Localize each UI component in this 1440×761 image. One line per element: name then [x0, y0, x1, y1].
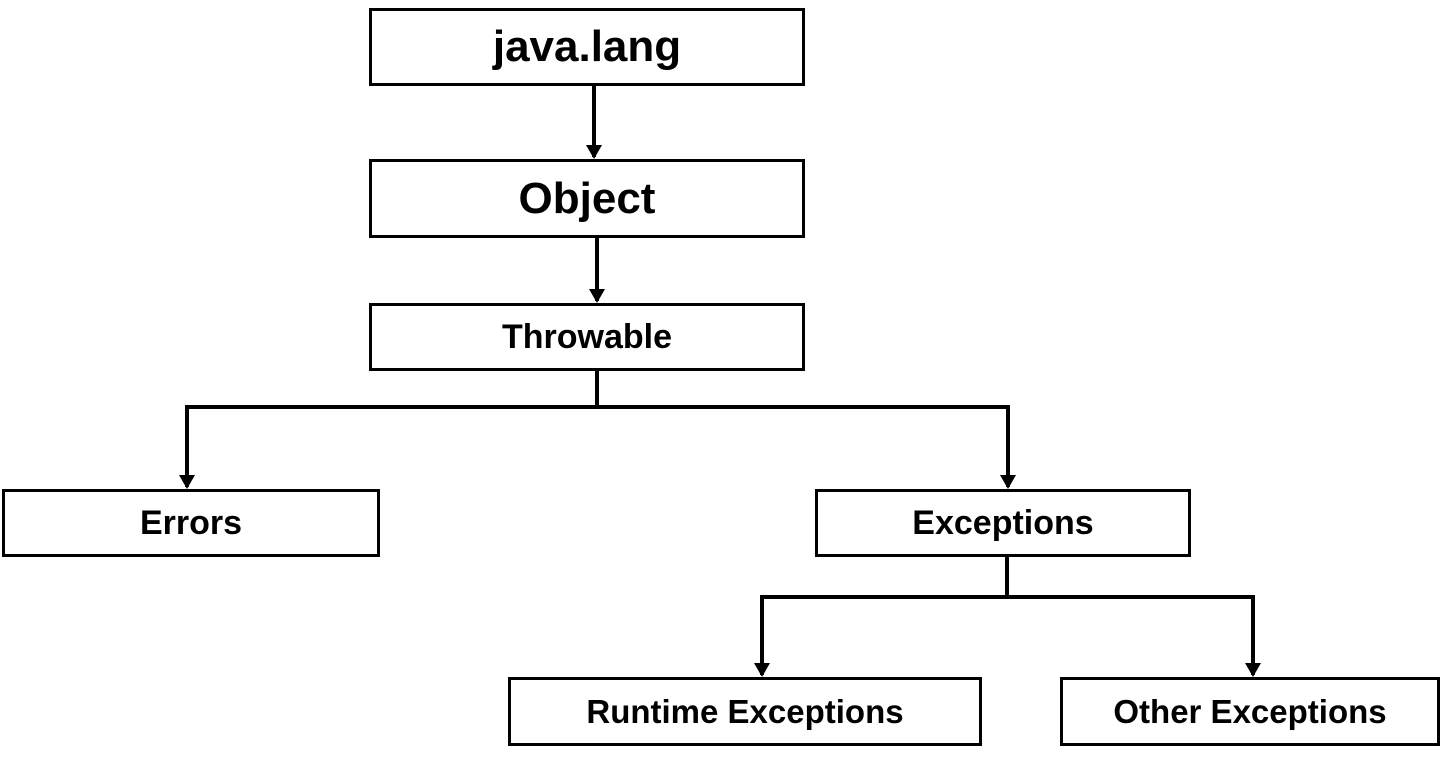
arrowhead-exceptions [1000, 475, 1016, 489]
node-runtime-exceptions: Runtime Exceptions [508, 677, 982, 746]
node-object: Object [369, 159, 805, 238]
node-java-lang-label: java.lang [492, 22, 682, 71]
node-exceptions-label: Exceptions [912, 503, 1094, 542]
arrowhead-errors [179, 475, 195, 489]
node-other-exceptions: Other Exceptions [1060, 677, 1440, 746]
node-object-label: Object [518, 173, 656, 223]
node-errors-label: Errors [139, 503, 243, 542]
arrowhead-other-exceptions [1245, 663, 1261, 677]
node-other-exceptions-label: Other Exceptions [1113, 692, 1387, 730]
node-throwable: Throwable [369, 303, 805, 371]
node-errors: Errors [2, 489, 380, 557]
node-runtime-exceptions-label: Runtime Exceptions [586, 692, 904, 730]
arrowhead-runtime-exceptions [754, 663, 770, 677]
node-exceptions: Exceptions [815, 489, 1191, 557]
arrowhead-throwable [589, 289, 605, 303]
arrowhead-object [586, 145, 602, 159]
node-throwable-label: Throwable [501, 317, 673, 356]
node-java-lang: java.lang [369, 8, 805, 86]
